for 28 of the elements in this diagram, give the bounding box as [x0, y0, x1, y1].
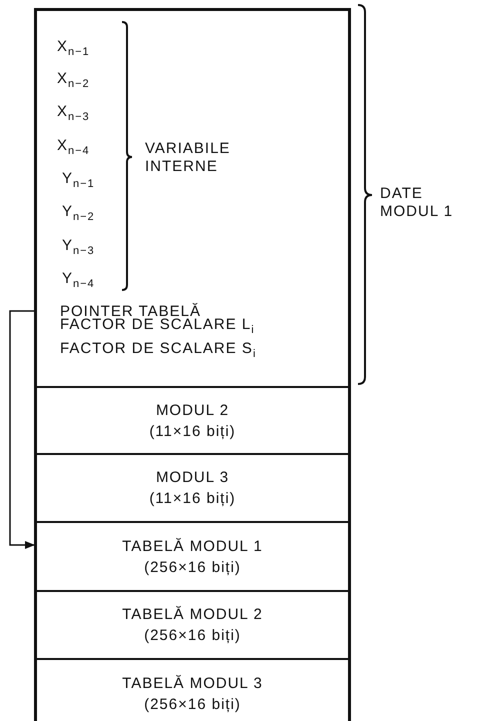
- memory-block: [34, 658, 351, 721]
- block-size: (11×16 biți): [149, 422, 236, 442]
- field-label: X$_{n−2}$: [57, 70, 90, 92]
- block-title: TABELĂ MODUL 3: [122, 674, 263, 694]
- block-size: (256×16 biți): [144, 626, 241, 646]
- field-label: Y$_{n−2}$: [62, 203, 95, 225]
- block-title: TABELĂ MODUL 2: [122, 605, 263, 625]
- field-label: VARIABILE INTERNE: [145, 140, 232, 176]
- field-label: Y$_{n−1}$: [62, 170, 95, 192]
- block-title: MODUL 3: [156, 468, 230, 488]
- memory-block: [34, 453, 351, 521]
- memory-block: [34, 386, 351, 453]
- block-size: (256×16 biți): [144, 558, 241, 578]
- block-size: (256×16 biți): [144, 695, 241, 715]
- memory-block: [34, 590, 351, 658]
- arrow: [9, 310, 35, 549]
- field-label: X$_{n−1}$: [57, 38, 90, 60]
- block-title: MODUL 2: [156, 400, 230, 420]
- field-label: Y$_{n−4}$: [62, 270, 95, 292]
- field-label: X$_{n−4}$: [57, 137, 90, 159]
- memory-block: [34, 8, 351, 386]
- block-size: (11×16 biți): [149, 489, 236, 509]
- field-label: DATE MODUL 1: [380, 185, 454, 221]
- field-label: X$_{n−3}$: [57, 103, 90, 125]
- block-title: TABELĂ MODUL 1: [122, 536, 263, 556]
- memory-block: [34, 521, 351, 590]
- field-label: Y$_{n−3}$: [62, 237, 95, 259]
- field-label: FACTOR DE SCALARE S$_{i}$: [60, 340, 256, 362]
